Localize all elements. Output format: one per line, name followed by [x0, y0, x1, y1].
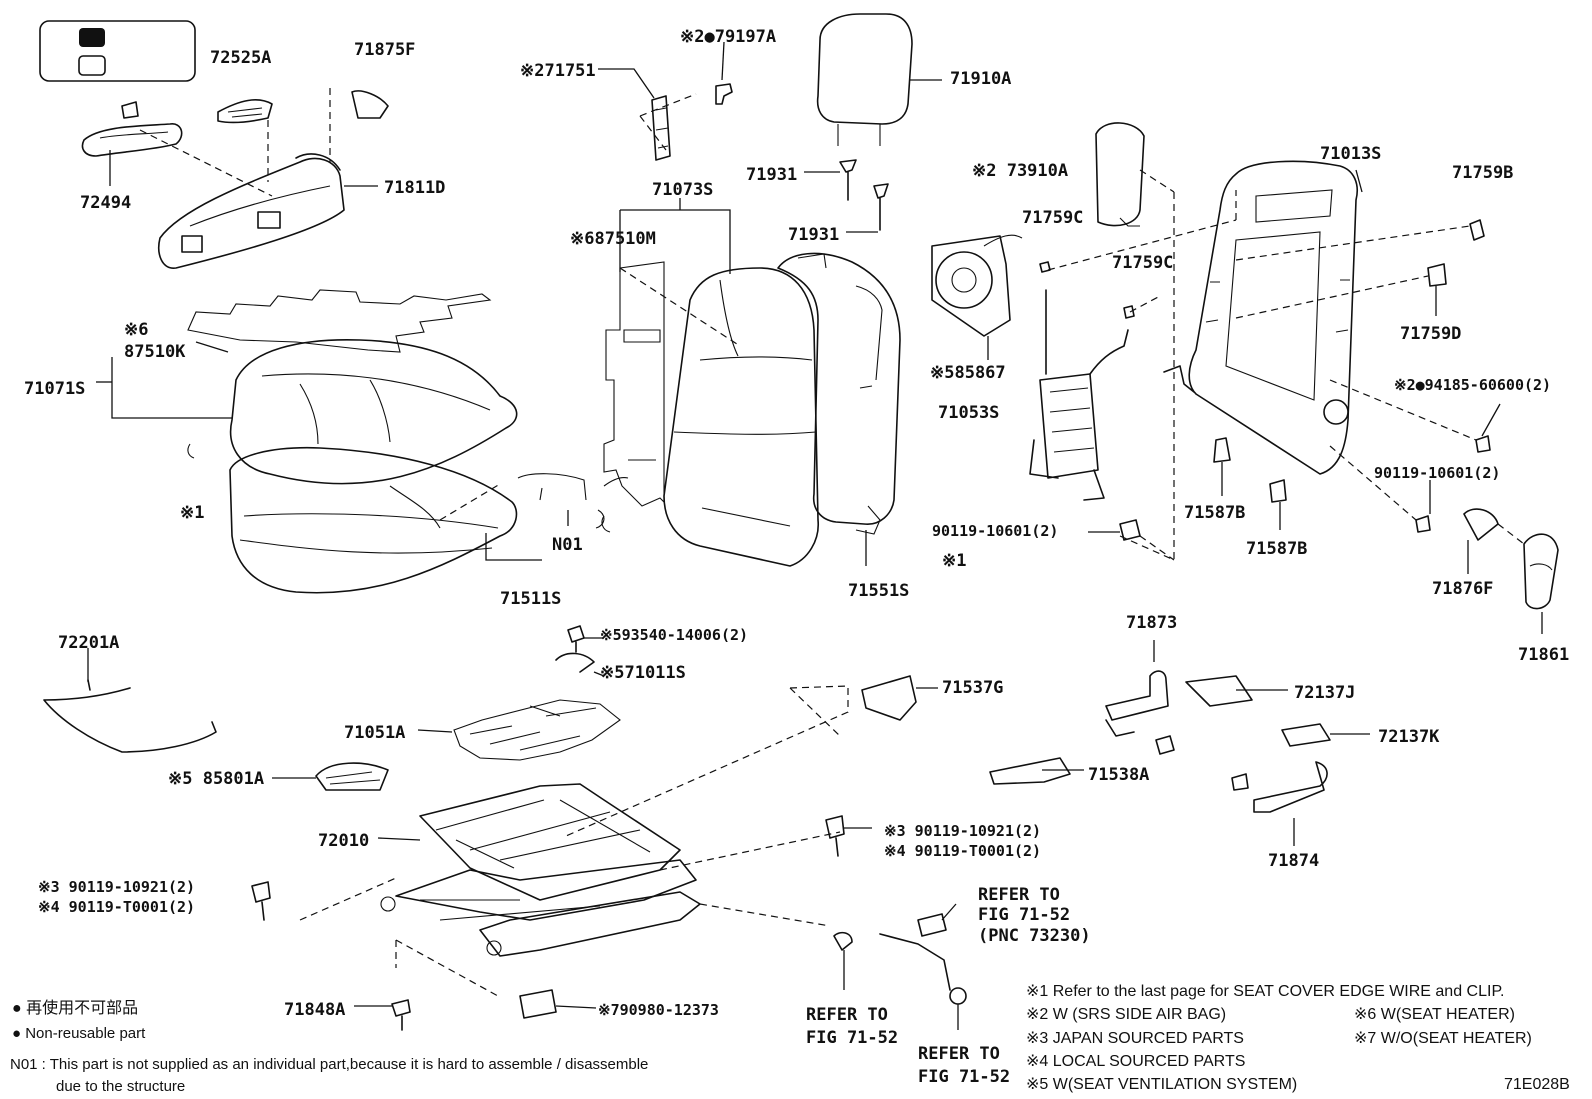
label-85867: ※585867 — [930, 363, 1006, 383]
label-71587B-a: 71587B — [1184, 503, 1245, 523]
label-71751: ※271751 — [520, 61, 596, 81]
note-6: ※6 W(SEAT HEATER) — [1354, 1006, 1515, 1023]
label-71910A: 71910A — [950, 69, 1011, 89]
figure-code: 71E028B — [1504, 1076, 1570, 1093]
label-refer-to-3: REFER TO — [918, 1044, 1000, 1064]
label-73910A: ※2 73910A — [972, 161, 1068, 181]
label-72137J: 72137J — [1294, 683, 1355, 703]
label-87510M: ※687510M — [570, 229, 656, 249]
label-72201A: 72201A — [58, 633, 119, 653]
label-note1-back: ※1 — [942, 551, 966, 571]
label-71537G: 71537G — [942, 678, 1003, 698]
label-71874: 71874 — [1268, 851, 1319, 871]
label-71511S: 71511S — [500, 589, 561, 609]
label-71551S: 71551S — [848, 581, 909, 601]
label-90119-T0001-center: ※4 90119-T0001(2) — [884, 842, 1041, 860]
label-71051A: 71051A — [344, 723, 405, 743]
armrest-parts — [81, 88, 389, 269]
color-key — [39, 20, 196, 82]
legend-n01-line2: due to the structure — [56, 1078, 185, 1095]
label-71861: 71861 — [1518, 645, 1569, 665]
label-fig-71-52-2: FIG 71-52 — [806, 1028, 898, 1048]
label-87510K: 87510K — [124, 342, 186, 362]
seat-belt-buckle — [879, 903, 967, 1030]
label-71873: 71873 — [1126, 613, 1177, 633]
airbag-parts — [598, 41, 1175, 561]
label-71759C-b: 71759C — [1112, 253, 1173, 273]
label-72137K: 72137K — [1378, 727, 1440, 747]
seat-cushion — [96, 289, 605, 594]
label-71875F: 71875F — [354, 40, 415, 60]
seat-track-frame — [299, 783, 841, 997]
label-71587B-b: 71587B — [1246, 539, 1307, 559]
note-4: ※4 LOCAL SOURCED PARTS — [1026, 1053, 1245, 1070]
ventilation-fan — [931, 234, 1023, 360]
label-refer-to-1: REFER TO — [978, 885, 1060, 905]
label-N01: N01 — [552, 535, 583, 555]
label-87510K-note: ※6 — [124, 320, 148, 340]
heater-wire — [43, 648, 217, 753]
label-71811D: 71811D — [384, 178, 445, 198]
lumbar-support — [1029, 219, 1237, 501]
label-90119-T0001-left: ※4 90119-T0001(2) — [38, 898, 195, 916]
label-90119-10601-right: 90119-10601(2) — [1374, 464, 1500, 482]
label-71848A: 71848A — [284, 1000, 345, 1020]
cushion-pan-parts — [272, 625, 938, 837]
label-90119-10921-left: ※3 90119-10921(2) — [38, 878, 195, 896]
label-72010: 72010 — [318, 831, 369, 851]
part-labels: 72525A 71875F 72494 71811D ※2●79197A ※27… — [24, 27, 1569, 1087]
label-71759D: 71759D — [1400, 324, 1461, 344]
label-71053S: 71053S — [938, 403, 999, 423]
label-71759B: 71759B — [1452, 163, 1513, 183]
label-refer-to-2: REFER TO — [806, 1005, 888, 1025]
seatback-frame — [1088, 160, 1559, 634]
legend-nonreusable-jp: ● 再使用不可部品 — [12, 999, 138, 1017]
label-85801A: ※5 85801A — [168, 769, 264, 789]
footnotes: ※1 Refer to the last page for SEAT COVER… — [1026, 983, 1570, 1093]
note-5: ※5 W(SEAT VENTILATION SYSTEM) — [1026, 1076, 1297, 1093]
seat-back — [601, 198, 901, 567]
label-72525A: 72525A — [210, 48, 271, 68]
label-72494: 72494 — [80, 193, 131, 213]
note-7: ※7 W/O(SEAT HEATER) — [1354, 1030, 1532, 1047]
label-note1-cushion: ※1 — [180, 503, 204, 523]
label-71073S: 71073S — [652, 180, 713, 200]
label-71931-a: 71931 — [746, 165, 797, 185]
label-pnc-73230: (PNC 73230) — [978, 926, 1091, 946]
label-79197A: ※2●79197A — [680, 27, 776, 47]
legend-nonreusable-en: ● Non-reusable part — [12, 1025, 146, 1042]
label-71071S: 71071S — [24, 379, 85, 399]
note-1: ※1 Refer to the last page for SEAT COVER… — [1026, 983, 1505, 1000]
headrest — [804, 13, 942, 233]
label-71876F: 71876F — [1432, 579, 1493, 599]
label-90980-12373: ※790980-12373 — [598, 1001, 719, 1019]
label-71011S: ※571011S — [600, 663, 686, 683]
legend-n01-line1: N01 : This part is not supplied as an in… — [10, 1056, 648, 1073]
label-90119-10601-center: 90119-10601(2) — [932, 522, 1058, 540]
label-fig-71-52-3: FIG 71-52 — [918, 1067, 1010, 1087]
bolts-lower — [251, 815, 872, 1031]
note-2: ※2 W (SRS SIDE AIR BAG) — [1026, 1006, 1226, 1023]
label-93540-14006: ※593540-14006(2) — [600, 626, 748, 644]
label-71013S: 71013S — [1320, 144, 1381, 164]
right-brackets — [989, 640, 1370, 846]
label-90119-10921-center: ※3 90119-10921(2) — [884, 822, 1041, 840]
label-94185-60600: ※2●94185-60600(2) — [1394, 376, 1551, 394]
label-71931-b: 71931 — [788, 225, 839, 245]
note-3: ※3 JAPAN SOURCED PARTS — [1026, 1030, 1244, 1047]
label-71759C-a: 71759C — [1022, 208, 1083, 228]
label-fig-71-52-1: FIG 71-52 — [978, 905, 1070, 925]
label-71538A: 71538A — [1088, 765, 1149, 785]
legend: ● 再使用不可部品 ● Non-reusable part N01 : This… — [10, 999, 648, 1095]
